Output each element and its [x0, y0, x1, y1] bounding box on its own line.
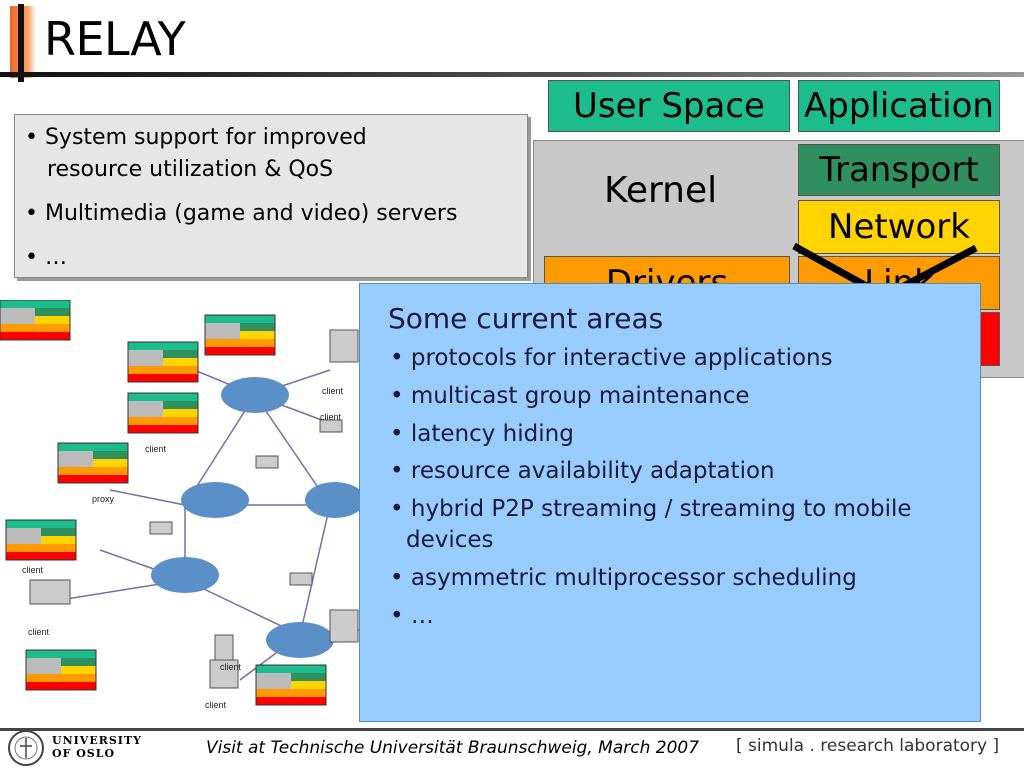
- footer-rule: [0, 728, 1024, 731]
- client-label: client: [145, 444, 167, 454]
- area-item: • asymmetric multiprocessor scheduling: [390, 565, 857, 591]
- client-label: client: [320, 412, 342, 422]
- client-label: client: [28, 627, 50, 637]
- client-label: client: [220, 662, 242, 672]
- title-marker: [18, 4, 24, 82]
- bullet-1: • System support for improved: [25, 125, 367, 150]
- area-item-cont: devices: [406, 527, 494, 553]
- areas-heading: Some current areas: [388, 302, 664, 335]
- user-space-box: User Space: [548, 80, 790, 132]
- bullet-1-cont: resource utilization & QoS: [47, 157, 334, 182]
- uni-line-2: OF OSLO: [52, 747, 116, 761]
- footer-visit-text: Visit at Technische Universität Braunsch…: [206, 738, 700, 758]
- current-areas-box: Some current areas • protocols for inter…: [359, 283, 981, 722]
- network-box: Network: [798, 200, 1000, 254]
- network-diagram: client client proxy client client client…: [22, 329, 365, 710]
- area-item: • resource availability adaptation: [390, 458, 775, 484]
- area-item: • …: [390, 603, 434, 629]
- slide-title: RELAY: [44, 12, 186, 66]
- bullet-2: • Multimedia (game and video) servers: [25, 201, 458, 226]
- client-label: client: [205, 700, 227, 710]
- area-item: • protocols for interactive applications: [390, 345, 833, 371]
- area-item: • hybrid P2P streaming / streaming to mo…: [390, 496, 912, 522]
- area-item: • multicast group maintenance: [390, 383, 750, 409]
- uni-line-1: UNIVERSITY: [52, 734, 142, 747]
- kernel-label: Kernel: [604, 170, 718, 211]
- transport-box: Transport: [798, 144, 1000, 196]
- client-label: client: [22, 565, 44, 575]
- title-rule: [0, 72, 1024, 77]
- mini-stack-icons: [0, 300, 327, 706]
- cross-lines: [792, 242, 978, 292]
- client-label: client: [322, 386, 344, 396]
- university-name: UNIVERSITY OF OSLO: [52, 734, 142, 760]
- area-item: • latency hiding: [390, 421, 574, 447]
- bullet-box: • System support for improved resource u…: [14, 114, 528, 278]
- university-seal-icon: [8, 730, 44, 766]
- proxy-label: proxy: [92, 494, 115, 504]
- application-box: Application: [798, 80, 1000, 132]
- bullet-3: • …: [25, 245, 67, 270]
- simula-logo: [ simula . research laboratory ]: [736, 736, 1000, 756]
